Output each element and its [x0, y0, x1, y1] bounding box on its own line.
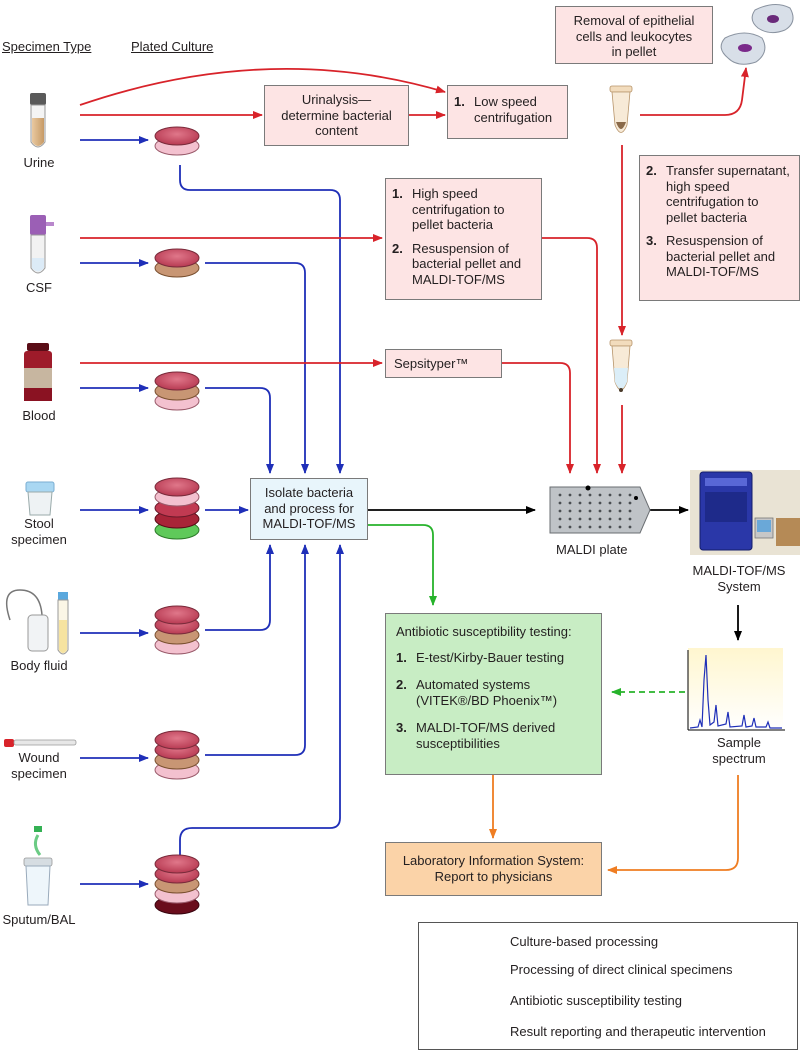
epithelial-cells-icon — [720, 4, 794, 65]
maldi-plate-label: MALDI plate — [556, 542, 628, 557]
body-fluid-icon — [5, 589, 69, 655]
csf-plate-to-isolate — [205, 262, 309, 474]
legend-item-culture: Culture-based processing — [510, 934, 659, 949]
spectrum-chart-icon — [687, 648, 785, 731]
sputum-plate-stack-icon — [154, 854, 200, 915]
fluid-plate-stack-icon — [154, 605, 200, 655]
stool-plate-stack-icon — [154, 477, 200, 540]
blood-plate-stack-icon — [154, 371, 200, 411]
csf-tube-icon — [30, 215, 54, 274]
direct-arrows — [79, 67, 749, 474]
legend-item-reporting: Result reporting and therapeutic interve… — [510, 1024, 766, 1039]
culture-arrows — [80, 136, 344, 888]
stool-container-icon — [25, 481, 55, 516]
blood-bottle-icon — [24, 343, 52, 401]
specimen-label-urine: Urine — [23, 155, 55, 170]
specimen-label-csf: CSF — [26, 280, 52, 295]
sputum-plate-to-isolate — [179, 544, 344, 855]
swab-icon — [4, 739, 77, 747]
wound-plate-stack-icon — [154, 730, 200, 780]
legend-item-direct: Processing of direct clinical specimens — [510, 962, 733, 977]
csf-steps-to-plate — [542, 237, 601, 474]
sepsityper-box: Sepsityper™ — [385, 349, 502, 378]
black-arrows — [368, 506, 742, 641]
lis-report-box: Laboratory Information System:Report to … — [385, 842, 602, 896]
ast-title: Antibiotic susceptibility testing: — [396, 624, 572, 639]
specimen-label-sputum: Sputum/BAL — [2, 912, 76, 927]
specimen-label-body-fluid: Body fluid — [10, 658, 68, 673]
blood-plate-to-isolate — [205, 387, 274, 474]
specimen-label-blood: Blood — [22, 408, 56, 423]
isolate-to-ast-arrow — [368, 524, 437, 606]
ast-arrows — [368, 524, 685, 696]
csf-processing-box: 1.High speed centrifugation to pellet ba… — [385, 178, 542, 300]
maldi-plate-icon — [549, 485, 651, 534]
legend-box — [418, 922, 798, 1050]
wound-plate-to-isolate — [205, 544, 309, 756]
spectrum-to-lis-arrow — [607, 775, 739, 874]
urine-plate-to-isolate — [179, 165, 344, 474]
csf-plate-stack-icon — [154, 248, 200, 278]
urine-arc-to-centrifuge — [79, 67, 446, 106]
urine-plate-stack-icon — [154, 126, 200, 156]
sepsityper-to-plate — [502, 362, 574, 474]
urine-tube-icon — [30, 93, 46, 148]
transfer-supernatant-box: 2.Transfer supernatant, high speed centr… — [639, 155, 800, 301]
sputum-container-icon — [23, 826, 53, 906]
tube-to-removal-arrow — [640, 67, 749, 116]
microtube-supernatant-icon — [609, 339, 633, 392]
legend-item-ast: Antibiotic susceptibility testing — [510, 993, 682, 1008]
fluid-plate-to-isolate — [205, 544, 274, 631]
microtube-pellet-icon — [609, 85, 633, 133]
maldi-system-icon — [690, 470, 800, 555]
report-arrows — [489, 775, 739, 874]
low-speed-centrifugation-box: 1.Low speed centrifugation — [447, 85, 568, 139]
plated-culture-header: Plated Culture — [131, 39, 214, 54]
specimen-type-header: Specimen Type — [2, 39, 92, 54]
antibiotic-susceptibility-box: Antibiotic susceptibility testing: 1.E-t… — [385, 613, 602, 775]
